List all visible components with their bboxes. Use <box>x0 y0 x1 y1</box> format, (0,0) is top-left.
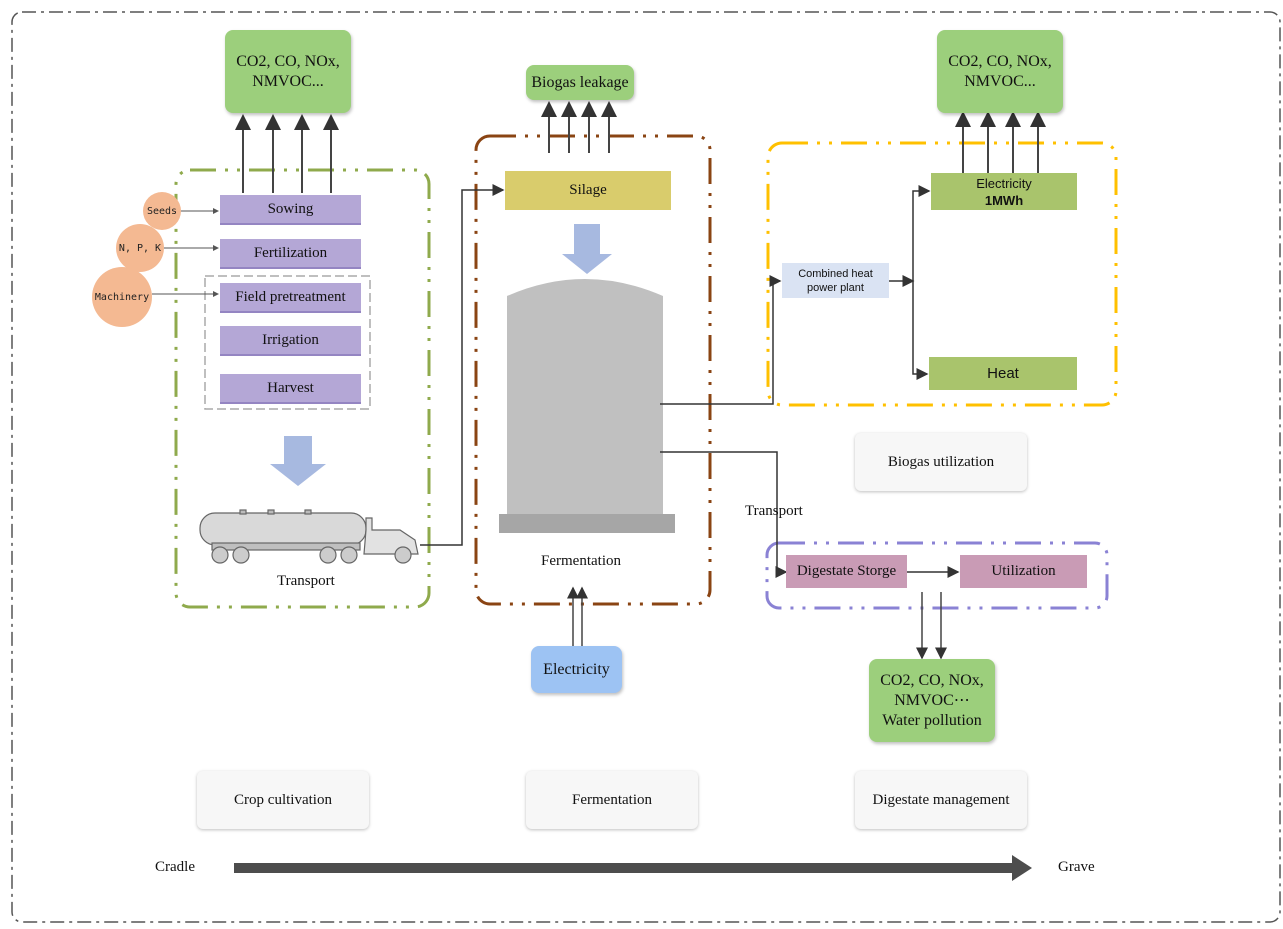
digestate-utilization-box: Utilization <box>960 555 1087 588</box>
chp-electricity-amount: 1MWh <box>984 193 1024 208</box>
outer-frame <box>11 11 1281 923</box>
tank-base <box>499 514 675 533</box>
timeline-end-label: Grave <box>1058 859 1095 875</box>
biogas-leakage-box: Biogas leakage <box>526 65 634 100</box>
crop-down-arrow <box>270 436 326 486</box>
leak-arrows <box>541 101 617 153</box>
irrigation-step: Irrigation <box>220 326 361 356</box>
stage-digestate-management: Digestate management <box>855 771 1027 829</box>
stage-fermentation: Fermentation <box>526 771 698 829</box>
stage-crop-cultivation: Crop cultivation <box>197 771 369 829</box>
seeds-input: Seeds <box>143 192 181 230</box>
tanker-truck-icon <box>199 509 419 564</box>
chp-to-heat-line <box>912 281 929 380</box>
timeline-start-label: Cradle <box>155 859 195 875</box>
crop-emission-arrows <box>235 114 339 193</box>
input-arrows <box>152 208 219 297</box>
fermentation-tank-label: Fermentation <box>541 553 621 569</box>
heat-box: Heat <box>929 357 1077 390</box>
chp-to-electricity-line <box>912 185 931 281</box>
digestate-emission-arrows <box>916 592 947 660</box>
fermentation-electricity-box: Electricity <box>531 646 622 693</box>
crop-cultivation-border <box>174 168 431 609</box>
npk-input: N, P, K <box>116 224 164 272</box>
digestate-storage-box: Digestate Storge <box>786 555 907 588</box>
tank-to-digestate-line <box>660 451 788 578</box>
chp-emission-arrows <box>955 111 1046 173</box>
digestate-emissions-box: CO2, CO, NOx, NMVOC⋯ Water pollution <box>869 659 995 742</box>
field-pretreatment-step: Field pretreatment <box>220 283 361 313</box>
chp-plant-box: Combined heat power plant <box>782 263 889 298</box>
silage-box: Silage <box>505 171 671 210</box>
chp-electricity-box: Electricity 1MWh <box>931 173 1077 210</box>
truck-to-silage-line <box>420 184 505 546</box>
machinery-input: Machinery <box>92 267 152 327</box>
fertilization-step: Fertilization <box>220 239 361 269</box>
fermentation-border <box>474 134 712 606</box>
silage-down-arrow <box>562 224 612 274</box>
digestate-border <box>765 541 1109 610</box>
stage-biogas-utilization: Biogas utilization <box>855 433 1027 491</box>
field-ops-border <box>204 275 371 410</box>
chp-electricity-label: Electricity <box>976 176 1032 191</box>
chp-emissions-box: CO2, CO, NOx, NMVOC... <box>937 30 1063 113</box>
digester-tank <box>507 279 663 514</box>
harvest-step: Harvest <box>220 374 361 404</box>
sowing-step: Sowing <box>220 195 361 225</box>
tank-to-chp-line <box>660 275 782 405</box>
digestate-transport-label: Transport <box>745 503 803 519</box>
timeline-arrowhead <box>1012 855 1032 881</box>
electricity-input-arrows <box>567 586 588 646</box>
biogas-utilization-border <box>766 141 1118 407</box>
crop-emissions-box: CO2, CO, NOx, NMVOC... <box>225 30 351 113</box>
crop-transport-label: Transport <box>277 573 335 589</box>
